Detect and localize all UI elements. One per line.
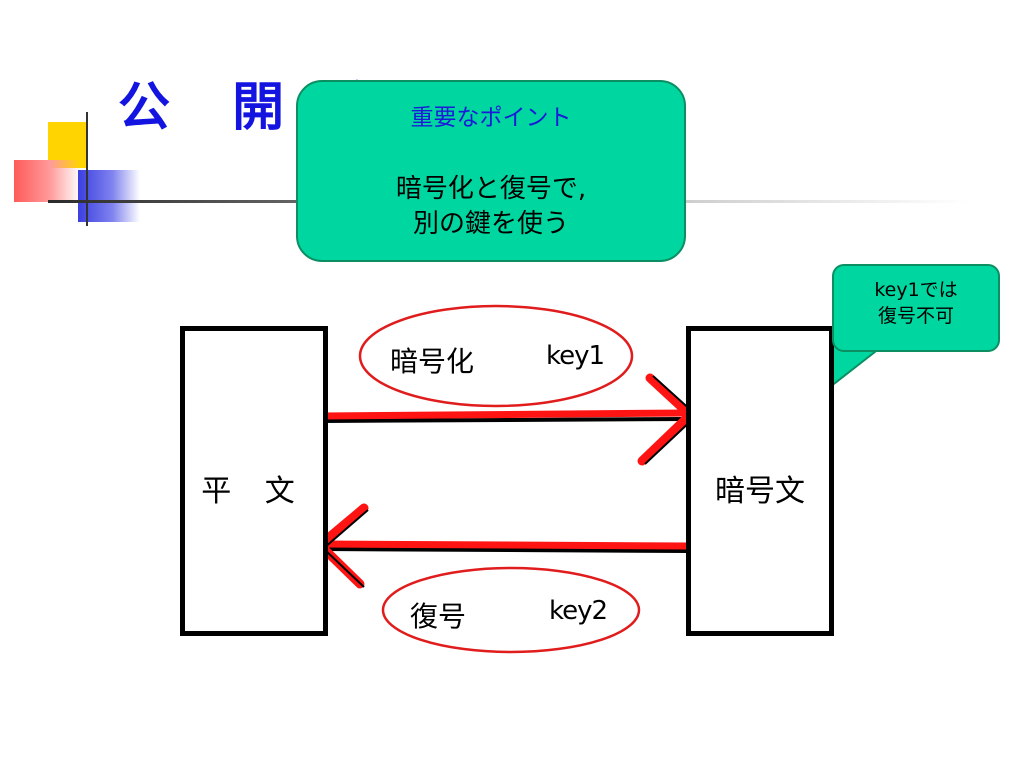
encrypt-label: 暗号化 bbox=[390, 345, 475, 378]
plaintext-label: 平 文 bbox=[201, 474, 307, 509]
ciphertext-box bbox=[686, 326, 834, 636]
encrypt-arrow bbox=[321, 373, 695, 466]
ciphertext-label: 暗号文 bbox=[715, 474, 805, 509]
callout-title: 重要なポイント bbox=[410, 105, 572, 131]
callout-body: 暗号化と復号で, 別の鍵を使う bbox=[395, 174, 587, 240]
deco-vertical-line bbox=[86, 112, 88, 226]
deco-square-red bbox=[14, 160, 80, 202]
key-point-callout bbox=[296, 80, 686, 262]
encrypt-ellipse bbox=[358, 304, 634, 408]
note-callout bbox=[832, 264, 1000, 352]
plaintext-box bbox=[180, 326, 328, 636]
decrypt-ellipse bbox=[381, 566, 641, 654]
decrypt-label: 復号 bbox=[410, 600, 467, 633]
decrypt-key-label: key2 bbox=[549, 596, 608, 626]
encrypt-key-label: key1 bbox=[546, 341, 605, 371]
deco-square-blue bbox=[78, 170, 140, 222]
note-text: key1では 復号不可 bbox=[874, 279, 958, 327]
